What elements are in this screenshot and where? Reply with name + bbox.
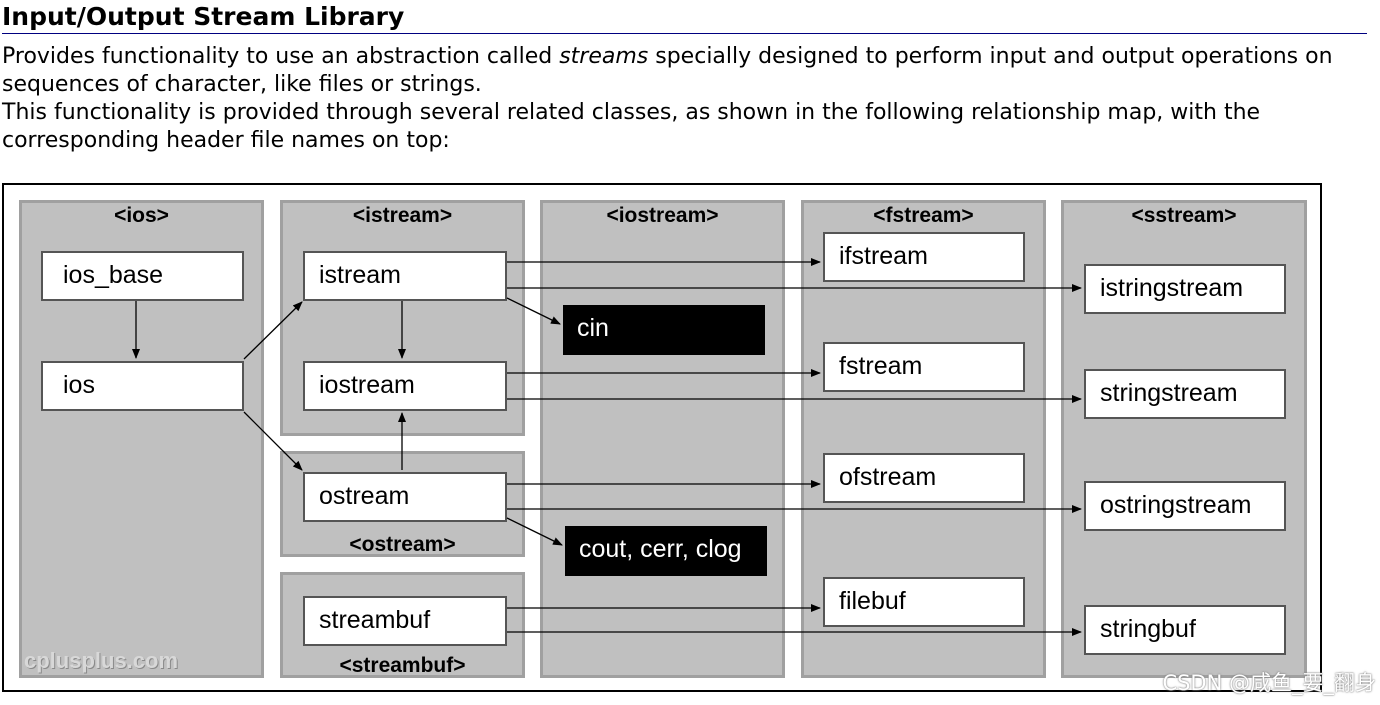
header-fstream: <fstream> xyxy=(873,204,974,227)
arrow-ios-istream xyxy=(243,301,303,360)
intro-line2: This functionality is provided through s… xyxy=(2,100,1261,153)
class-istream: istream xyxy=(303,251,507,301)
class-ifstream: ifstream xyxy=(823,232,1025,282)
header-iostream: <iostream> xyxy=(606,204,719,227)
class-ostream: ostream xyxy=(303,472,507,522)
header-ostream: <ostream> xyxy=(349,533,456,556)
page-title: Input/Output Stream Library xyxy=(2,2,405,31)
intro-emphasis: streams xyxy=(559,44,649,69)
class-streambuf: streambuf xyxy=(303,596,507,646)
class-ios: ios xyxy=(41,361,244,411)
cplusplus-watermark: cplusplus.com xyxy=(24,648,179,673)
class-ios-base: ios_base xyxy=(41,251,244,301)
arrow-ostream-cout xyxy=(506,517,563,546)
arrow-ios-ostream xyxy=(243,411,303,471)
intro-line1-end: specially designed to perform input and … xyxy=(2,44,1333,97)
class-istringstream: istringstream xyxy=(1084,264,1286,314)
header-istream: <istream> xyxy=(352,204,453,227)
group-iostream: <iostream> xyxy=(540,200,785,678)
csdn-watermark: CSDN @咸鱼_要_翻身 xyxy=(1162,671,1376,695)
arrow-istream-cin xyxy=(506,297,561,325)
class-stringbuf: stringbuf xyxy=(1084,605,1286,655)
class-stringstream: stringstream xyxy=(1084,369,1286,419)
class-ofstream: ofstream xyxy=(823,453,1025,503)
header-ios: <ios> xyxy=(114,204,169,227)
class-fstream: fstream xyxy=(823,342,1025,392)
object-cin: cin xyxy=(563,305,765,355)
header-streambuf: <streambuf> xyxy=(339,654,466,677)
class-ostringstream: ostringstream xyxy=(1084,481,1286,531)
class-filebuf: filebuf xyxy=(823,577,1025,627)
intro-text: Provides functionality to use an abstrac… xyxy=(2,43,1377,155)
intro-line1-start: Provides functionality to use an abstrac… xyxy=(2,44,560,69)
class-iostream: iostream xyxy=(303,361,507,411)
title-rule xyxy=(2,33,1367,34)
object-cout-cerr-clog: cout, cerr, clog xyxy=(565,526,767,576)
header-sstream: <sstream> xyxy=(1131,204,1237,227)
